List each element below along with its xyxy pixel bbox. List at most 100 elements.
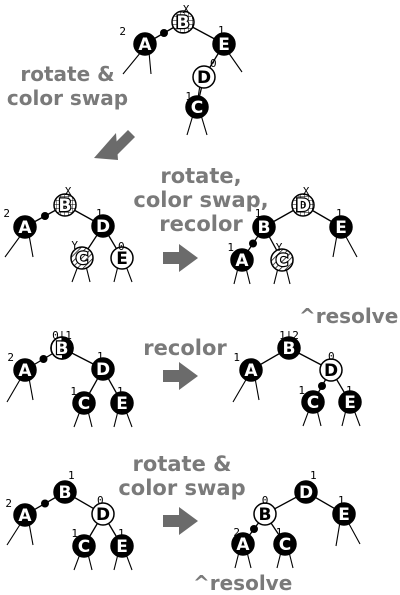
node-letter: A — [236, 535, 250, 555]
node-mark: 1 — [298, 384, 305, 397]
node-letter: E — [338, 505, 350, 525]
node-d: DX — [291, 185, 315, 217]
node-letter: C — [279, 535, 291, 555]
node-mark: X — [183, 3, 190, 16]
node-e: E0 — [110, 240, 134, 270]
node-mark: 1 — [68, 469, 75, 482]
edge-dot — [250, 525, 258, 533]
leaf-edge — [6, 522, 22, 546]
node-mark: 1 — [346, 384, 353, 397]
leaf-edge — [335, 521, 341, 547]
node-mark: 2 — [3, 207, 10, 220]
node-c: C1 — [70, 385, 96, 415]
node-letter: D — [324, 361, 338, 381]
node-mark: 2 — [233, 526, 240, 539]
node-mark: 0 — [97, 494, 104, 507]
node-a: A1 — [233, 351, 263, 382]
node-b: B0|1 — [50, 329, 74, 360]
node-letter: E — [335, 218, 347, 238]
node-c: C1 — [185, 90, 209, 119]
node-letter: D — [96, 505, 110, 525]
node-letter: C — [191, 98, 203, 118]
node-c: CY — [70, 239, 94, 270]
node-b: BX — [53, 185, 77, 217]
caption-step3: recolor — [143, 336, 227, 360]
node-mark: 2 — [5, 497, 12, 510]
node-letter: D — [296, 196, 310, 216]
node-mark: 1 — [70, 385, 77, 398]
leaf-edge — [186, 114, 194, 136]
right-arrow-icon — [163, 362, 198, 390]
node-mark: 0 — [328, 350, 335, 363]
node-a: A1 — [227, 241, 254, 272]
caption-step1: rotate & color swap — [0, 62, 135, 110]
node-b: B1|2 — [277, 329, 301, 360]
node-a: A2 — [3, 207, 37, 239]
node-d: D1 — [294, 469, 318, 504]
node-letter: A — [244, 361, 258, 381]
node-e: E1 — [110, 527, 134, 558]
node-letter: B — [259, 505, 272, 525]
edge-dot — [39, 355, 48, 363]
node-letter: E — [116, 249, 128, 269]
node-mark: 2 — [119, 25, 126, 38]
node-mark: 1 — [276, 526, 283, 539]
leaf-edge — [73, 410, 81, 428]
node-mark: 1 — [96, 207, 103, 220]
edge-dot — [160, 29, 168, 37]
node-letter: C — [307, 393, 319, 413]
node-mark: Y — [71, 239, 78, 252]
node-a: A2 — [119, 25, 157, 56]
right-arrow-icon — [163, 507, 198, 535]
node-mark: 1 — [185, 90, 192, 103]
node-mark: 1 — [118, 527, 125, 540]
leaf-edge — [122, 51, 142, 75]
node-d: D1 — [91, 350, 115, 381]
node-mark: 1 — [227, 241, 234, 254]
caption-step2: rotate, color swap, recolor — [118, 164, 284, 236]
node-mark: 1 — [338, 494, 345, 507]
node-mark: X — [65, 185, 72, 198]
node-letter: C — [78, 394, 90, 414]
leaf-edge — [4, 234, 22, 258]
caption-step3-resolve: ^resolve — [299, 304, 399, 328]
node-mark: 1 — [71, 527, 78, 540]
edge-dot — [41, 499, 49, 508]
node-b: BX — [171, 3, 195, 34]
edge-dot — [318, 382, 326, 390]
node-d: D0 — [192, 57, 217, 89]
node-letter: B — [177, 13, 190, 33]
node-letter: D — [96, 360, 110, 380]
caption-step1-line2: color swap — [6, 86, 129, 110]
node-mark: X — [303, 185, 310, 198]
node-mark: 0 — [262, 494, 269, 507]
leaf-edge — [125, 410, 133, 428]
node-mark: 1|2 — [279, 329, 299, 342]
node-mark: 1 — [218, 24, 225, 37]
node-mark: Y — [276, 241, 283, 254]
node-a: A2 — [231, 526, 255, 556]
node-letter: B — [56, 339, 69, 359]
node-mark: 1 — [336, 207, 343, 220]
node-b: B0 — [253, 494, 277, 526]
caption-step4-line2: color swap — [118, 476, 246, 500]
node-c: C1 — [71, 527, 96, 558]
node-c: CY — [270, 241, 294, 272]
leaf-edge — [232, 377, 248, 403]
leaf-edge — [344, 234, 358, 258]
node-letter: C — [76, 249, 88, 269]
leaf-edge — [302, 409, 310, 427]
node-mark: 1 — [117, 385, 124, 398]
caption-step4-line1: rotate & — [132, 452, 232, 476]
leaf-edge — [6, 377, 22, 403]
node-letter: B — [59, 196, 72, 216]
leaf-edge — [71, 265, 79, 283]
edge-dot — [249, 239, 257, 248]
node-mark: 1 — [233, 351, 240, 364]
node-letter: A — [18, 218, 32, 238]
